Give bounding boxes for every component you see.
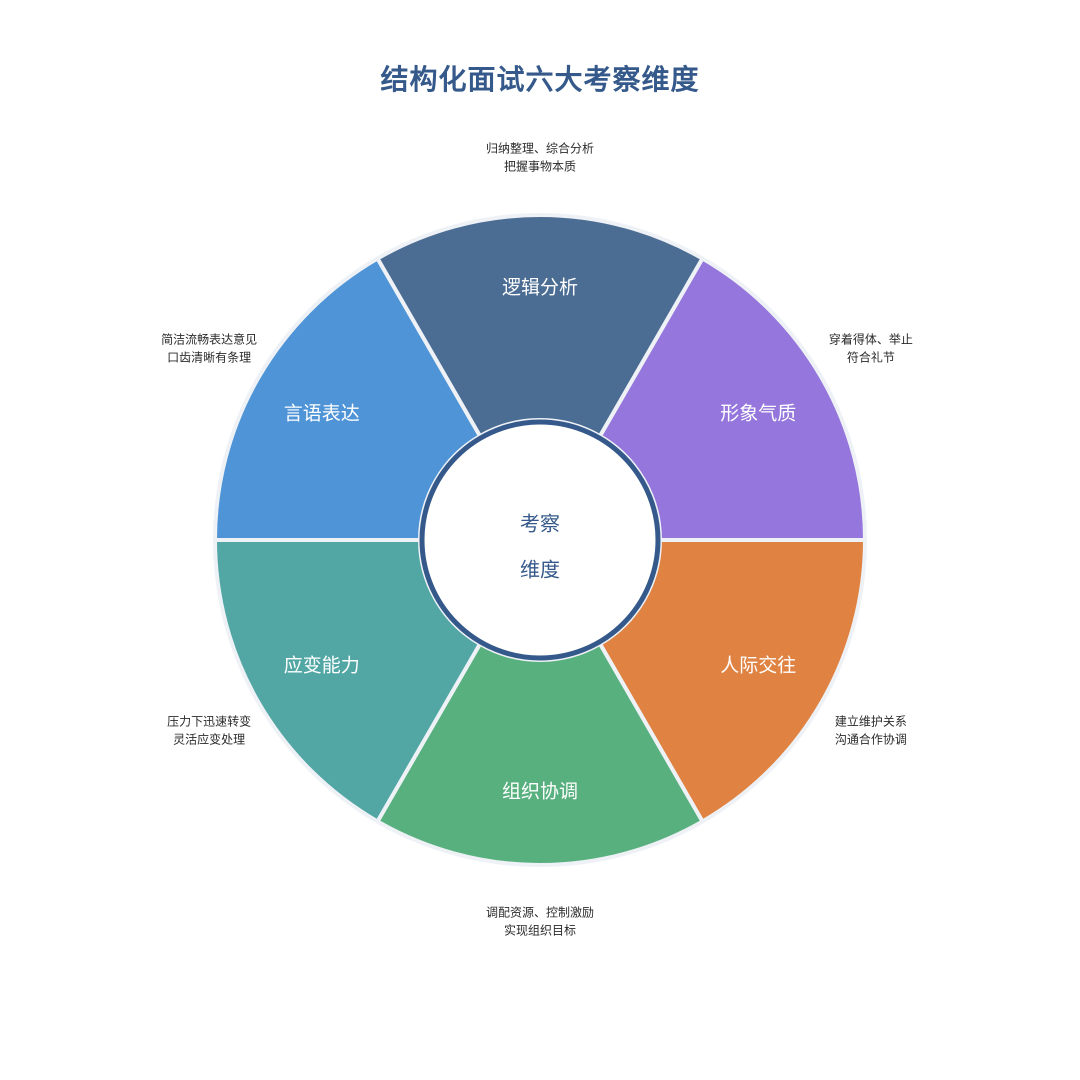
center-circle: [419, 419, 661, 661]
segment-3-desc-line-1: 建立维护关系: [835, 714, 907, 729]
segment-1-desc-line-2: 把握事物本质: [504, 159, 576, 174]
segment-1-desc-line-1: 归纳整理、综合分析: [486, 141, 594, 156]
center-label-line1: 考察: [520, 512, 560, 536]
segment-4-desc-line-1: 调配资源、控制激励: [486, 906, 594, 920]
segment-3-desc-line-2: 沟通合作协调: [835, 732, 907, 747]
segment-5-desc-line-1: 压力下迅速转变: [167, 714, 251, 729]
segment-6-desc-line-1: 简洁流畅表达意见: [161, 332, 257, 347]
segment-4-desc-line-2: 实现组织目标: [504, 923, 576, 938]
segment-4-label: 组织协调: [502, 781, 578, 803]
segment-1-label: 逻辑分析: [502, 277, 578, 299]
diagram-title: 结构化面试六大考察维度: [380, 63, 700, 96]
segment-6-desc-line-2: 口齿清晰有条理: [167, 351, 251, 365]
segments-layer: [213, 213, 867, 867]
segment-2-desc-line-1: 穿着得体、举止: [829, 332, 913, 347]
segment-3-label: 人际交往: [720, 655, 796, 677]
center-label-line2: 维度: [520, 558, 560, 582]
segment-6-label: 言语表达: [284, 403, 360, 425]
segment-2-desc-line-2: 符合礼节: [847, 350, 895, 365]
descriptions-layer: 归纳整理、综合分析把握事物本质穿着得体、举止符合礼节建立维护关系沟通合作协调调配…: [161, 141, 913, 938]
segment-5-label: 应变能力: [284, 655, 360, 677]
segment-2-label: 形象气质: [720, 403, 796, 425]
segment-5-desc-line-2: 灵活应变处理: [173, 732, 245, 747]
